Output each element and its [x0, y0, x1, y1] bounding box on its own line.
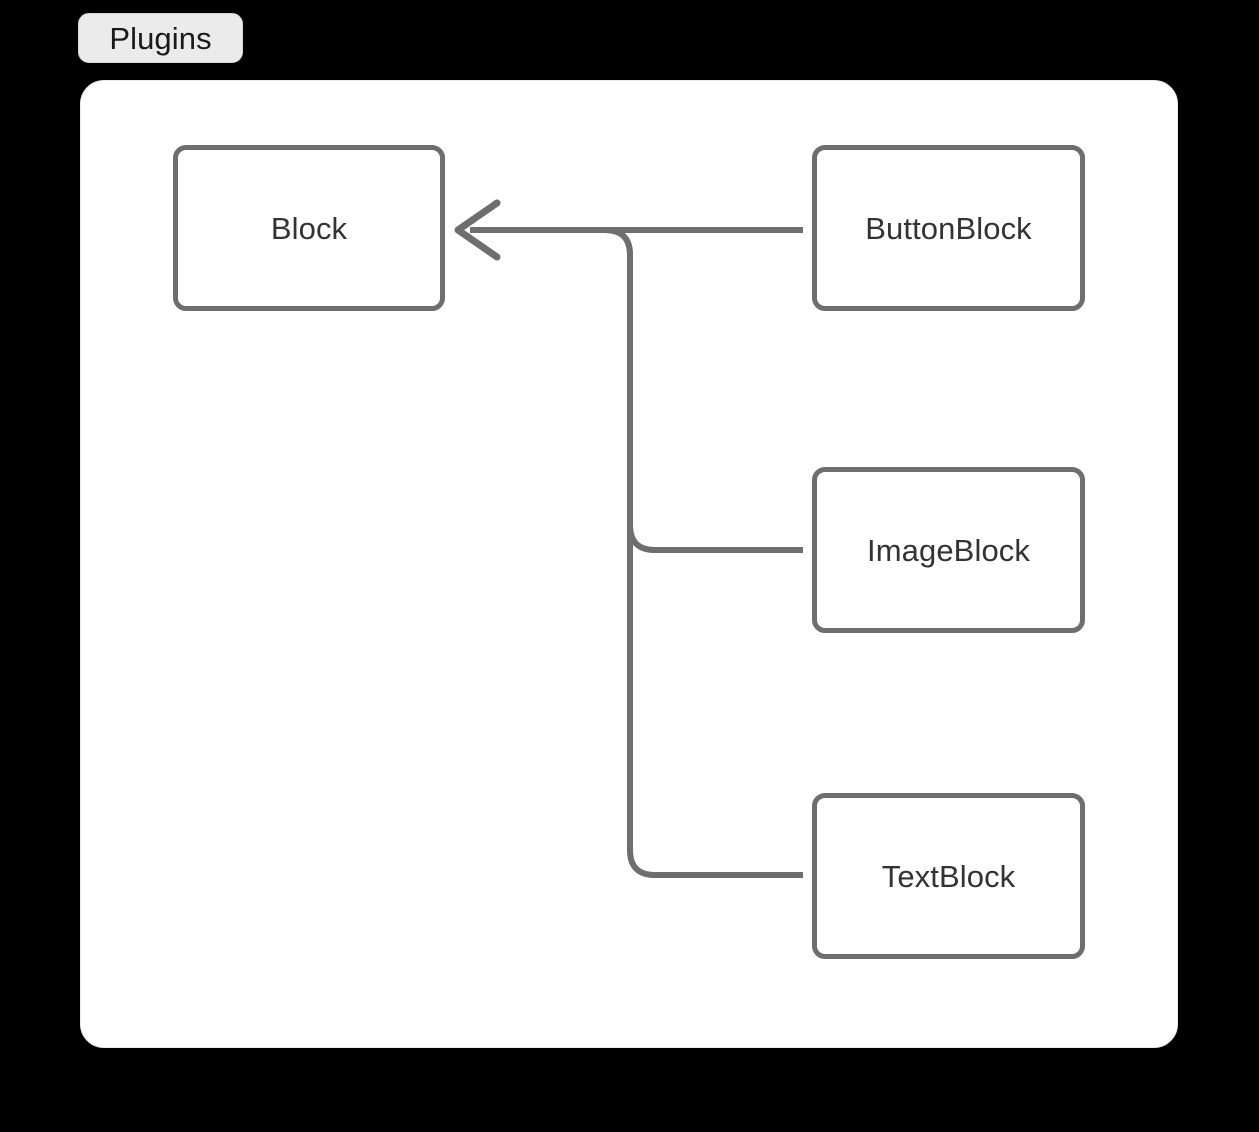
node-textblock-label: TextBlock [881, 858, 1016, 894]
node-block[interactable]: Block [173, 145, 445, 311]
cluster-label-text: Plugins [109, 20, 212, 56]
cluster-label-plugins: Plugins [78, 13, 243, 63]
node-block-label: Block [270, 210, 348, 246]
node-buttonblock-label: ButtonBlock [865, 210, 1032, 246]
node-buttonblock[interactable]: ButtonBlock [812, 145, 1085, 311]
node-imageblock-label: ImageBlock [867, 532, 1030, 568]
node-imageblock[interactable]: ImageBlock [812, 467, 1085, 633]
node-textblock[interactable]: TextBlock [812, 793, 1085, 959]
